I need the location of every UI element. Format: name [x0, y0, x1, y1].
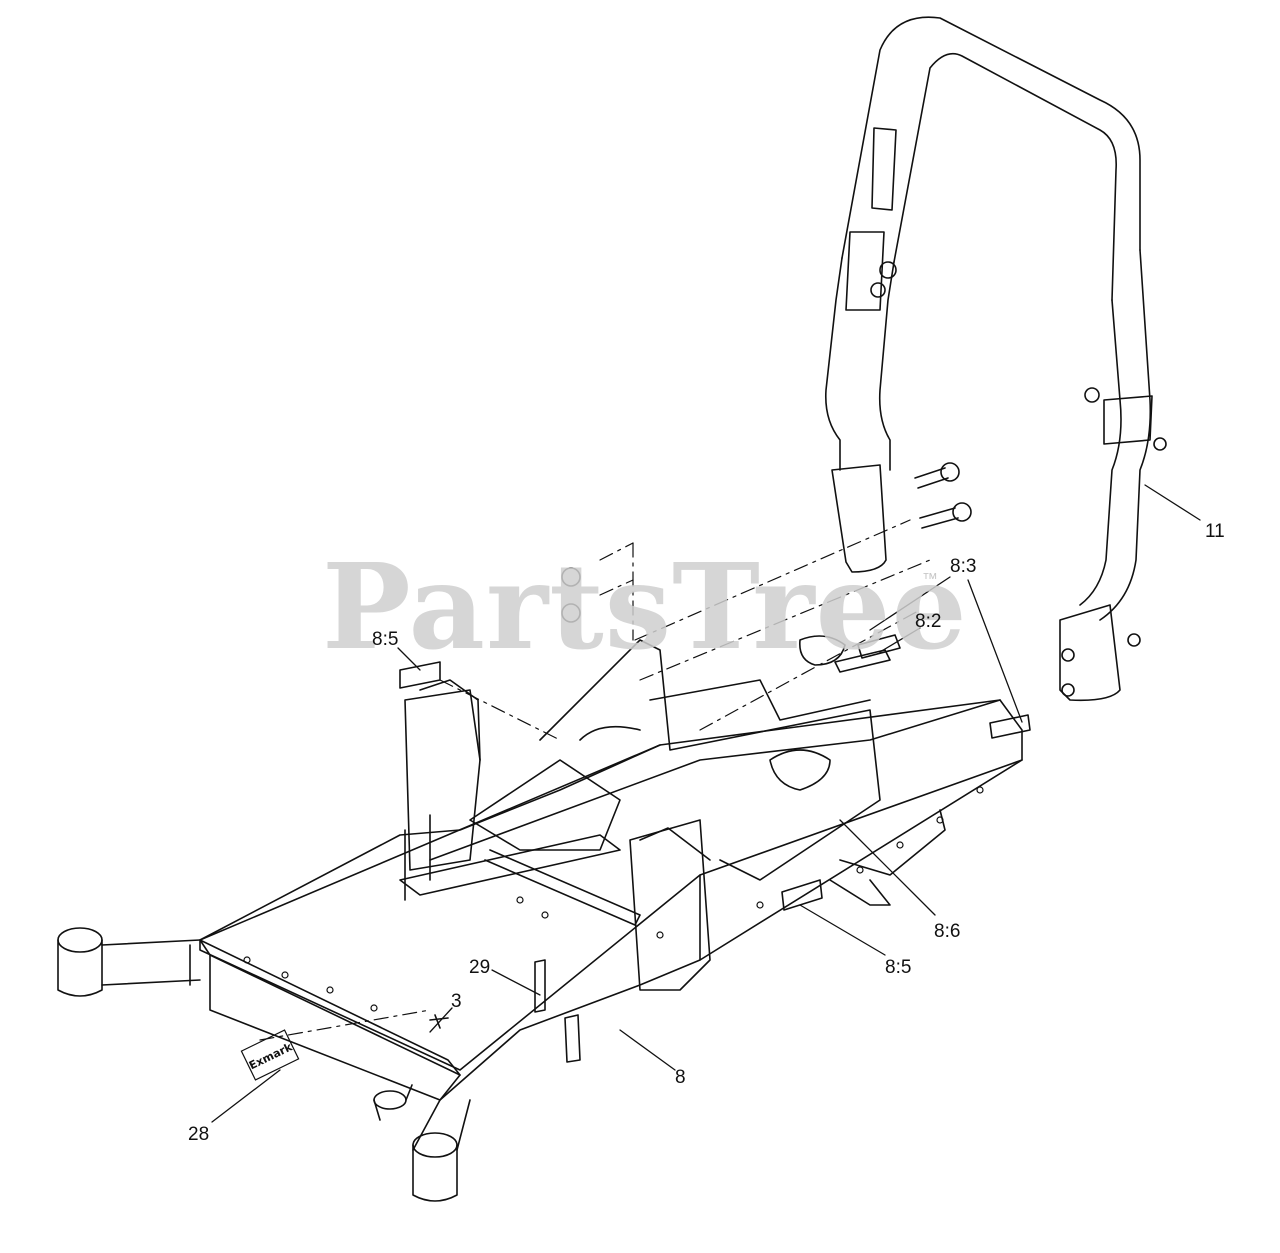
watermark-text: PartsTree — [322, 537, 968, 676]
watermark-trademark: ™ — [922, 571, 938, 588]
callout-3: 3 — [451, 991, 462, 1012]
frame-holes — [243, 786, 984, 1012]
callout-28: 28 — [188, 1124, 210, 1145]
main-frame — [57, 635, 1023, 1202]
decals — [399, 634, 1031, 911]
roll-bar — [824, 16, 1167, 702]
assembly-centerlines — [259, 519, 931, 1041]
callout-8-3: 8:3 — [950, 556, 977, 577]
mounting-nuts — [561, 567, 581, 623]
leader-lines — [211, 484, 1201, 1123]
callout-8: 8 — [675, 1067, 686, 1088]
callout-29: 29 — [469, 957, 491, 978]
callout-8-6: 8:6 — [934, 921, 961, 942]
callout-11: 11 — [1205, 521, 1225, 542]
callout-8-5-top: 8:5 — [372, 629, 399, 650]
mounting-bolts — [914, 462, 972, 529]
callout-8-5-bottom: 8:5 — [885, 957, 912, 978]
logo-decal: Exmark — [240, 1029, 300, 1081]
callout-8-2: 8:2 — [915, 611, 942, 632]
